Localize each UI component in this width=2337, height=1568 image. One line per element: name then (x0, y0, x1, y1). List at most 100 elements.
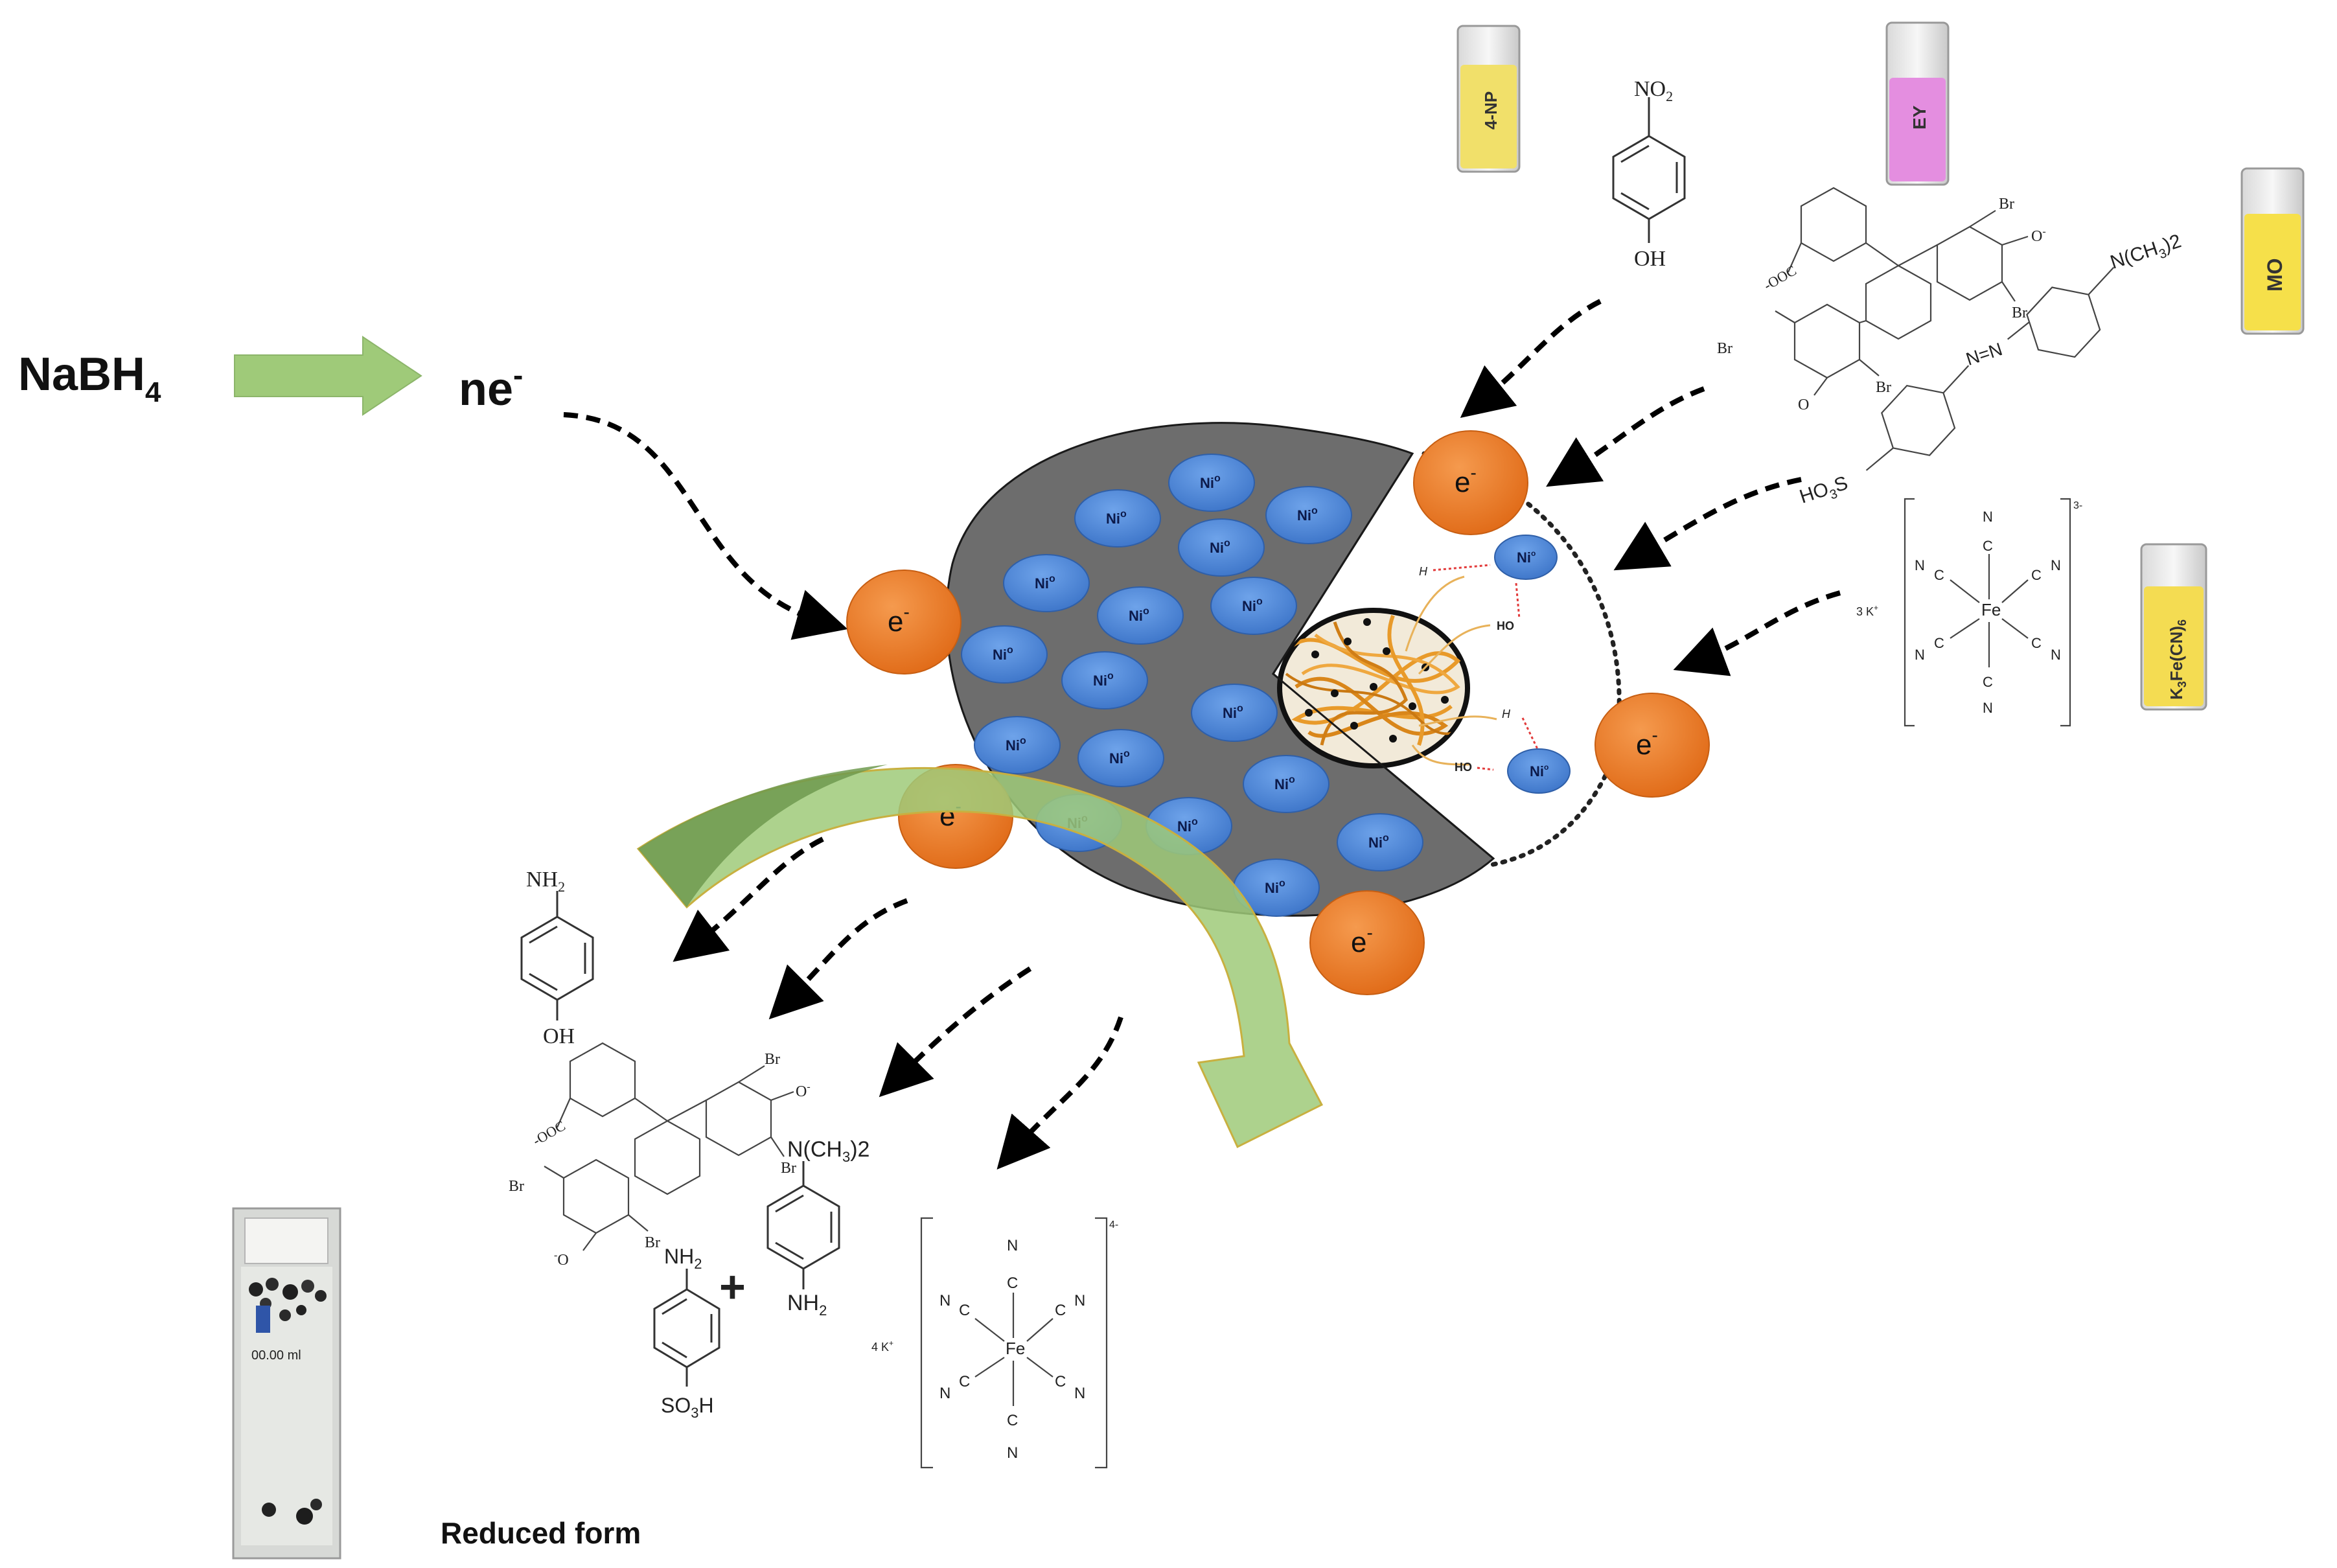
structure-dimethyl-phenylenediamine: N(CH3)2 NH2 (766, 1137, 869, 1319)
nickel-particle: Nio (1265, 486, 1352, 544)
nickel-label: Nio (1006, 735, 1026, 754)
nickel-particle: Nio (1003, 554, 1090, 612)
structure-eosin-product: Br O- Br Br -OOC -O Br (509, 1042, 811, 1269)
svg-text:C: C (2031, 567, 2042, 583)
vial-ey: EY (1885, 21, 1950, 186)
surface-linkers: H HO H HO (1405, 564, 1540, 774)
hydrogen-label-upper: H (1419, 565, 1428, 578)
svg-text:N: N (1007, 1444, 1018, 1462)
nickel-label: Nio (1274, 774, 1295, 792)
nickel-particle: Nio (1243, 755, 1330, 813)
arrow-mo-to-particle (1613, 477, 1802, 571)
hydroxyl-label-lower: HO (1455, 761, 1472, 774)
svg-text:Br: Br (781, 1160, 796, 1177)
vial-mo-label: MO (2263, 258, 2286, 292)
electrons-label: ne- (459, 358, 523, 415)
nickel-particle: Nio (1507, 748, 1571, 794)
polymer-fibers (1285, 614, 1468, 746)
svg-text:N: N (1074, 1385, 1085, 1402)
svg-text:O-: O- (796, 1081, 811, 1100)
nickel-label: Nio (1530, 763, 1548, 779)
nickel-particle: Nio (1168, 454, 1255, 512)
arrow-to-aminophenol (673, 836, 824, 962)
nickel-particle: Nio (1097, 586, 1184, 645)
svg-text:O-: O- (2031, 226, 2046, 245)
svg-text:SO3H: SO3H (661, 1394, 714, 1421)
nickel-label: Nio (1223, 703, 1243, 721)
structure-methyl-orange: N=N N(CH3)2 HO3S (1797, 231, 2185, 512)
nickel-particle: Nio (961, 625, 1048, 684)
electron-label: e- (1351, 923, 1373, 958)
svg-text:N: N (1915, 557, 1925, 573)
svg-text:-OOC: -OOC (530, 1117, 568, 1149)
svg-text:-O: -O (554, 1250, 569, 1269)
svg-text:Br: Br (1876, 379, 1891, 396)
svg-text:C: C (1055, 1373, 1066, 1390)
arrow-4np-to-particle (1460, 299, 1602, 418)
structure-ferricyanide: 3- 3 K+ Fe N C C N N C C N N C C N (1856, 498, 2082, 727)
svg-text:O: O (1798, 397, 1809, 413)
svg-text:C: C (1007, 1274, 1018, 1292)
hydrogen-label-lower: H (1502, 708, 1511, 721)
nickel-particle: Nio (1074, 489, 1161, 548)
structure-4-aminophenol: NH2 OH (520, 868, 594, 1048)
svg-text:OH: OH (1634, 247, 1666, 271)
electron-sphere: e- (1309, 890, 1425, 995)
nickel-label: Nio (993, 645, 1013, 663)
nickel-particle: Nio (1061, 651, 1148, 709)
nickel-label: Nio (1297, 505, 1318, 524)
svg-text:N: N (1983, 509, 1993, 525)
svg-text:N: N (1915, 647, 1925, 663)
structure-4-nitrophenol: NO2 OH (1612, 77, 1686, 271)
svg-text:Br: Br (509, 1178, 524, 1195)
svg-text:C: C (2031, 635, 2042, 651)
plus-sign: + (719, 1262, 746, 1312)
vial-mo: MO (2240, 167, 2305, 335)
svg-text:N: N (939, 1292, 950, 1309)
electron-label: e- (1455, 463, 1477, 498)
nickel-particle: Nio (1191, 684, 1278, 742)
svg-text:Fe: Fe (1981, 600, 2001, 619)
reduction-green-arrow (636, 767, 1324, 1149)
svg-text:C: C (1007, 1412, 1018, 1429)
cuvette-scale-label: 00.00 ml (251, 1348, 301, 1363)
svg-text:N: N (1983, 700, 1993, 716)
arrow-ferricyanide-to-particle (1673, 590, 1841, 676)
svg-text:HO3S: HO3S (1797, 472, 1851, 512)
nickel-label: Nio (1368, 833, 1389, 851)
svg-text:N(CH3)2: N(CH3)2 (2108, 231, 2185, 277)
electron-label: e- (888, 602, 910, 638)
nickel-label: Nio (1109, 748, 1130, 767)
vial-4np: 4-NP (1456, 25, 1521, 173)
nickel-label: Nio (1106, 509, 1127, 527)
svg-text:Br: Br (1717, 340, 1733, 357)
reduction-green-arrow-shade (638, 765, 888, 907)
svg-text:Br: Br (645, 1234, 660, 1251)
svg-text:Fe: Fe (1006, 1339, 1025, 1358)
structure-ferrocyanide: 4- 4 K+ Fe N C C N N C C N N C C N (871, 1217, 1118, 1469)
svg-text:ne-: ne- (459, 358, 523, 415)
arrow-to-mo-products (879, 966, 1032, 1098)
svg-text:C: C (1934, 567, 1944, 583)
nickel-particle: Nio (1494, 535, 1558, 580)
svg-text:C: C (1055, 1302, 1066, 1319)
svg-text:N(CH3)2: N(CH3)2 (787, 1137, 869, 1165)
nickel-particle: Nio (1210, 577, 1297, 635)
svg-text:-OOC: -OOC (1761, 262, 1799, 294)
nickel-particle: Nio (1233, 859, 1320, 917)
electron-label: e- (1636, 725, 1658, 761)
svg-text:C: C (959, 1302, 970, 1319)
svg-text:Br: Br (765, 1051, 780, 1068)
arrow-to-ferrocyanide (996, 1016, 1123, 1170)
nickel-label: Nio (1129, 606, 1149, 624)
nickel-label: Nio (1242, 596, 1263, 614)
reduced-form-cuvette: 00.00 ml (232, 1207, 341, 1560)
svg-text:4 K+: 4 K+ (871, 1339, 893, 1354)
reductant-arrow (234, 336, 422, 416)
nickel-label: Nio (1177, 816, 1198, 835)
vial-ferricyanide-label: K3Fe(CN)6 (2167, 619, 2189, 700)
svg-text:C: C (1983, 538, 1993, 554)
